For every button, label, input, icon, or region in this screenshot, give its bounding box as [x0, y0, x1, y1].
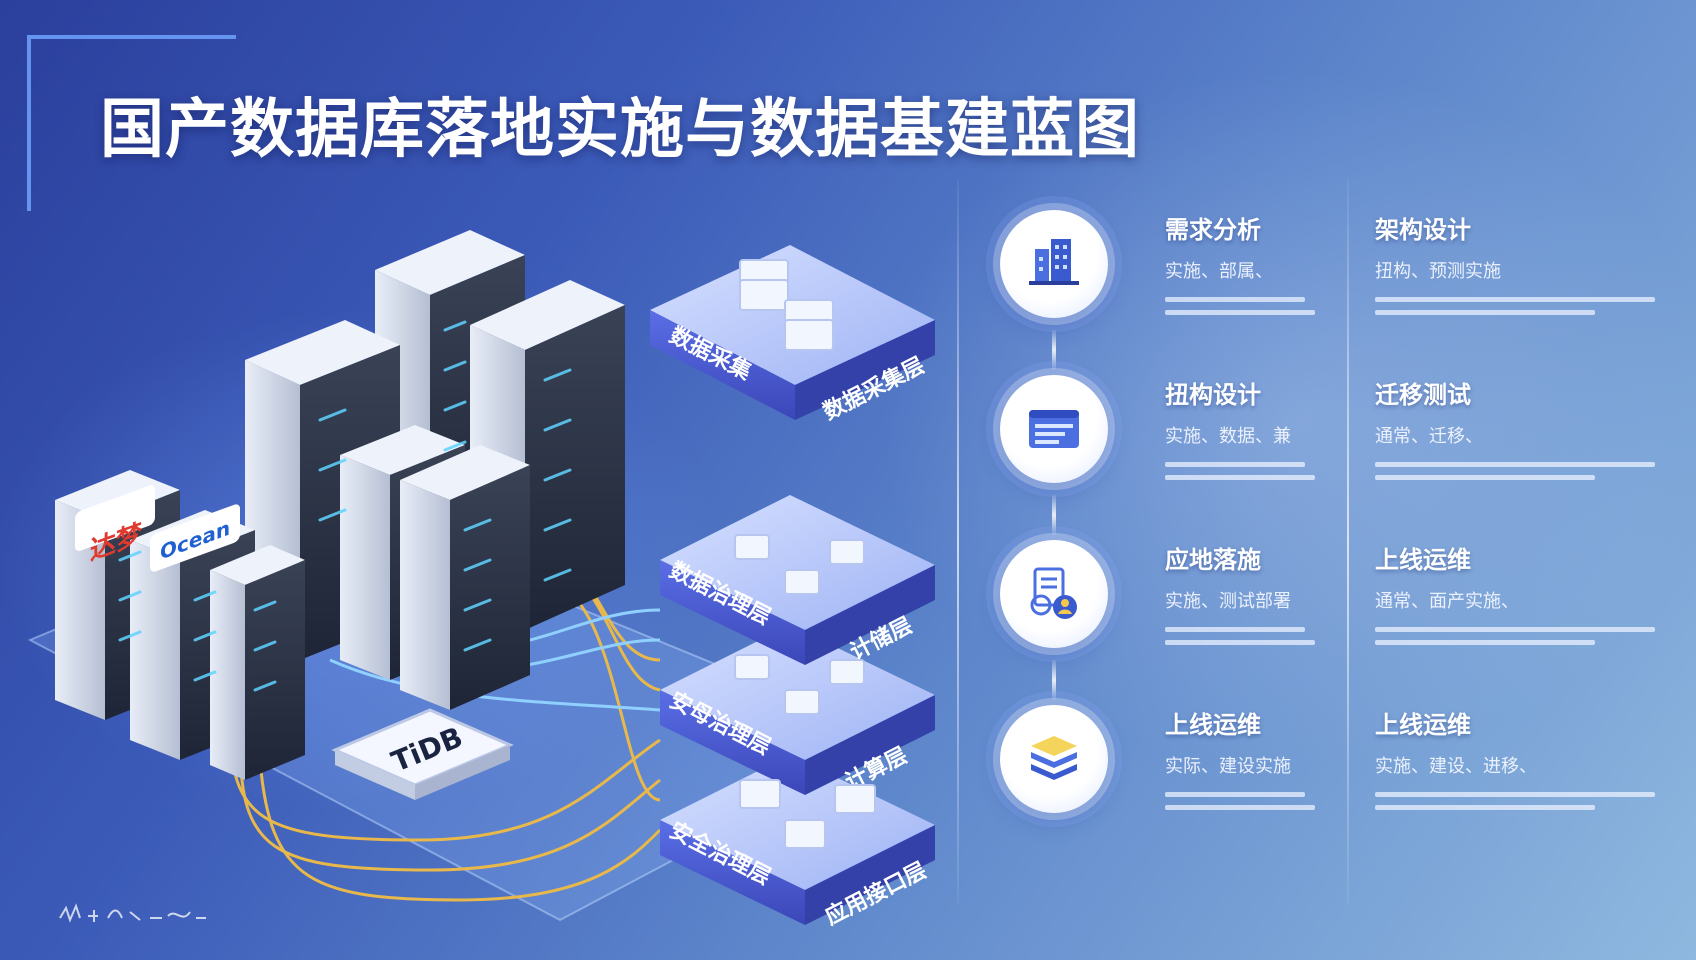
step-3-icon-circle [1000, 540, 1108, 648]
window-icon [1029, 410, 1079, 448]
step-3-subtitle: 实施、测试部署 [1165, 591, 1291, 612]
step-4-title: 上线运维 [1165, 711, 1261, 739]
step-7-description [1375, 627, 1675, 645]
step-1-text: 需求分析 实施、部属、 [1165, 210, 1465, 315]
step-7-subtitle: 通常、面产实施、 [1375, 591, 1519, 612]
step-3-text: 应地落施 实施、测试部署 [1165, 540, 1465, 645]
rack-led-indicators [118, 320, 572, 692]
step-1-subtitle: 实施、部属、 [1165, 261, 1273, 282]
step-5-title: 架构设计 [1375, 216, 1471, 244]
datacenter-illustration: 达梦 Ocean TiDB 安全治理层 应用接口层 安母治理层 计算层 [27, 230, 935, 930]
step-5-description [1375, 297, 1675, 315]
step-6-description [1375, 462, 1675, 480]
tidb-logo-tile: TiDB [331, 708, 514, 800]
page-title: 国产数据库落地实施与数据基建蓝图 [100, 93, 1140, 167]
step-3-description [1165, 627, 1465, 645]
corner-frame-decoration [27, 35, 236, 211]
implementation-steps: 需求分析 实施、部属、 扭构设计 实施、数据、兼 应地落施 实施、测试部署 上线… [990, 200, 1680, 840]
layer-stack: 安全治理层 应用接口层 安母治理层 计算层 数据治理层 计储层 数据采集 数据采… [650, 245, 935, 930]
server-cabinet-8 [210, 545, 305, 780]
step-5-subtitle: 扭构、预测实施 [1375, 261, 1501, 282]
layers-icon [1031, 736, 1077, 780]
step-8-title: 上线运维 [1375, 711, 1471, 739]
server-cabinet-5 [400, 445, 530, 710]
step-7-text: 上线运维 通常、面产实施、 [1375, 540, 1675, 645]
divider-left [957, 180, 959, 905]
step-2-description [1165, 462, 1465, 480]
step-3-title: 应地落施 [1165, 546, 1261, 574]
step-1-icon-circle [1000, 210, 1108, 318]
step-4-icon-circle [1000, 705, 1108, 813]
step-8-description [1375, 792, 1675, 810]
step-4-description [1165, 792, 1465, 810]
step-4-subtitle: 实际、建设实施 [1165, 756, 1291, 777]
step-8-subtitle: 实施、建设、进移、 [1375, 756, 1537, 777]
step-2-subtitle: 实施、数据、兼 [1165, 426, 1291, 447]
step-2-title: 扭构设计 [1165, 381, 1261, 409]
layer-cube-icons [734, 259, 876, 849]
step-6-title: 迁移测试 [1375, 381, 1471, 409]
building-icon [1029, 239, 1079, 285]
step-connector-1 [1052, 330, 1056, 370]
step-1-description [1165, 297, 1465, 315]
step-8-text: 上线运维 实施、建设、进移、 [1375, 705, 1675, 810]
step-7-title: 上线运维 [1375, 546, 1471, 574]
step-6-text: 迁移测试 通常、迁移、 [1375, 375, 1675, 480]
step-1-title: 需求分析 [1165, 216, 1261, 244]
document-user-icon [1030, 567, 1077, 619]
step-5-text: 架构设计 扭构、预测实施 [1375, 210, 1675, 315]
step-6-subtitle: 通常、迁移、 [1375, 426, 1483, 447]
signature-mark [59, 903, 206, 923]
layer-storage: 数据治理层 计储层 [660, 495, 935, 665]
step-2-icon-circle [1000, 375, 1108, 483]
step-connector-2 [1052, 495, 1056, 535]
step-4-text: 上线运维 实际、建设实施 [1165, 705, 1465, 810]
step-2-text: 扭构设计 实施、数据、兼 [1165, 375, 1465, 480]
step-connector-3 [1052, 660, 1056, 700]
divider-right [1347, 180, 1349, 905]
